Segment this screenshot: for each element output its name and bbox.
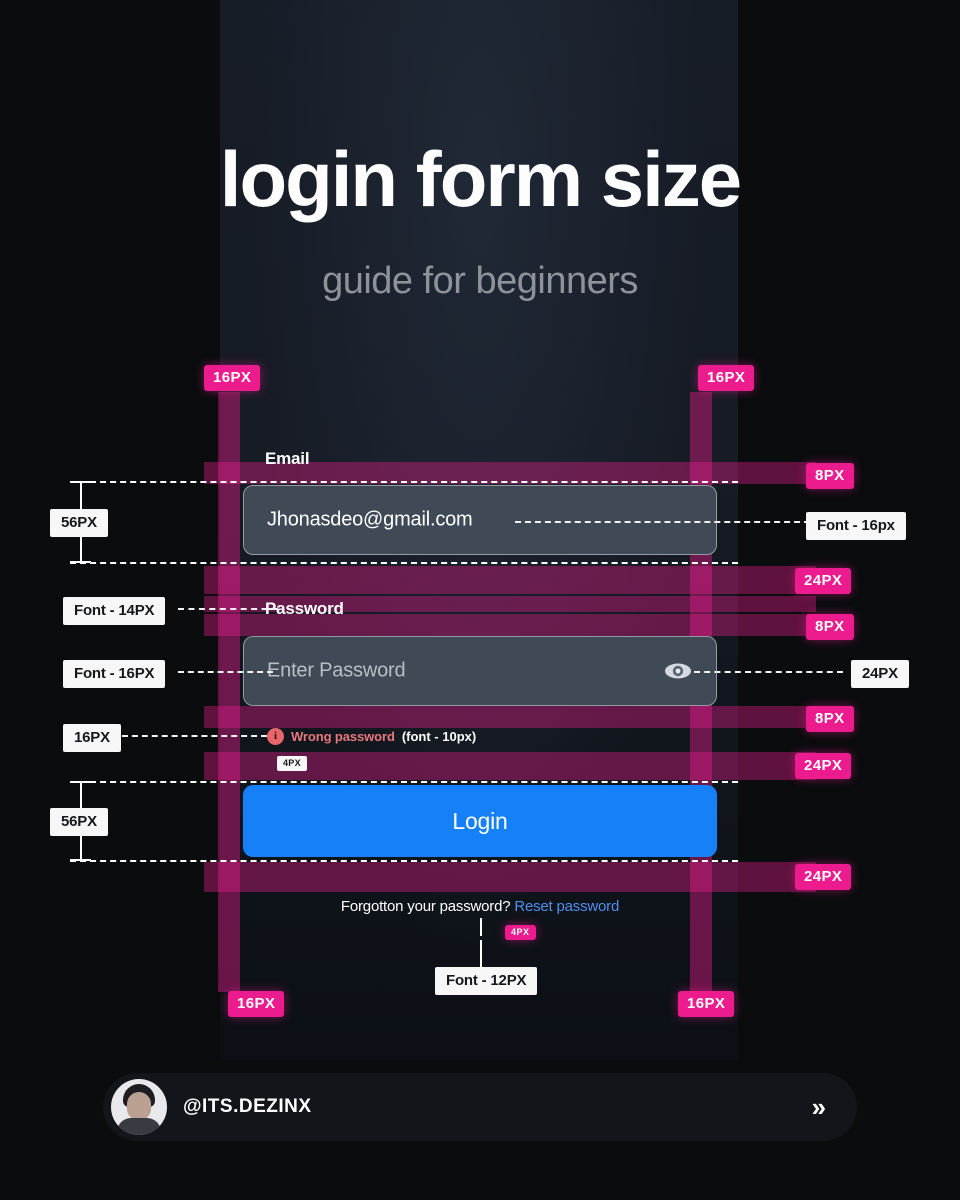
email-top-guide [70,481,738,483]
account-handle: @ITS.DEZINX [183,1096,312,1117]
annotation-forgot-font-12px: Font - 12PX [435,967,538,995]
email-bottom-guide [70,562,738,564]
password-input-font-guide [178,671,273,673]
annotation-email-font-16px: Font - 16px [806,512,906,540]
error-left-guide [122,735,267,737]
annotation-bottom-left-16px: 16PX [228,991,285,1017]
forgot-password-text: Forgotton your password? [340,898,511,915]
footer-bar: @ITS.DEZINX ›› [103,1073,857,1141]
left-margin-bar [218,392,240,992]
password-right-guide [694,671,843,673]
password-label-font-guide [178,608,278,610]
forgot-font-guide [480,940,482,968]
annotation-button-bottom-24px: 24PX [795,864,852,890]
button-height-tick-top [70,781,91,783]
annotation-email-bottom-24px: 24PX [795,568,852,594]
annotation-error-left-16px: 16PX [63,724,121,752]
eye-icon[interactable] [664,661,692,681]
annotation-password-label-gap-8px: 8PX [806,614,854,640]
email-bottom-spacing-bar [204,566,816,594]
password-input-top-bar [204,596,816,612]
reset-password-link[interactable]: Reset password [514,898,620,915]
annotation-reset-gap-4px: 4PX [505,925,536,940]
password-input[interactable]: Enter Password [243,636,717,706]
password-error-spacing-bar [204,706,816,728]
email-input[interactable]: Jhonasdeo@gmail.com [243,485,717,555]
button-top-guide [70,781,738,783]
password-label: Password [265,599,344,618]
avatar-body [117,1118,161,1135]
annotation-top-left-16px: 16PX [204,365,261,391]
annotation-top-right-16px: 16PX [698,365,755,391]
forgot-password-row: Forgotton your password? Reset password [0,898,960,915]
button-height-tick-bottom [70,859,91,861]
annotation-password-right-24px: 24PX [851,660,909,688]
annotation-password-label-font-14px: Font - 14PX [63,597,166,625]
annotation-password-error-gap-8px: 8PX [806,706,854,732]
email-input-value: Jhonasdeo@gmail.com [267,508,473,531]
email-height-tick-top [70,481,91,483]
double-chevron-right-icon[interactable]: ›› [811,1091,826,1122]
annotation-button-height-56px: 56PX [50,808,108,836]
email-label: Email [265,449,310,468]
email-label-spacing-bar [204,462,816,484]
annotation-password-input-font-16px: Font - 16PX [63,660,166,688]
email-height-tick-bottom [70,561,91,563]
password-error-note: (font - 10px) [401,729,477,744]
password-input-placeholder: Enter Password [267,659,406,682]
annotation-email-label-gap-8px: 8PX [806,463,854,489]
button-bottom-spacing-bar [204,862,816,892]
password-label-spacing-bar [204,614,816,636]
annotation-bottom-right-16px: 16PX [678,991,735,1017]
button-bottom-guide [70,860,738,862]
avatar [111,1079,167,1135]
info-circle-icon: i [267,728,284,745]
email-font-guide [515,521,810,523]
reset-gap-guide-upper [480,918,482,936]
page-subtitle: guide for beginners [322,260,638,302]
password-error-text: Wrong password [291,729,395,744]
annotation-email-height-56px: 56PX [50,509,108,537]
login-button[interactable]: Login [243,785,717,857]
annotation-error-gap-4px: 4PX [277,756,307,771]
annotation-error-button-gap-24px: 24PX [795,753,852,779]
avatar-face [127,1092,151,1120]
page-title: login form size [219,135,742,223]
password-error: i Wrong password (font - 10px) [267,728,476,745]
